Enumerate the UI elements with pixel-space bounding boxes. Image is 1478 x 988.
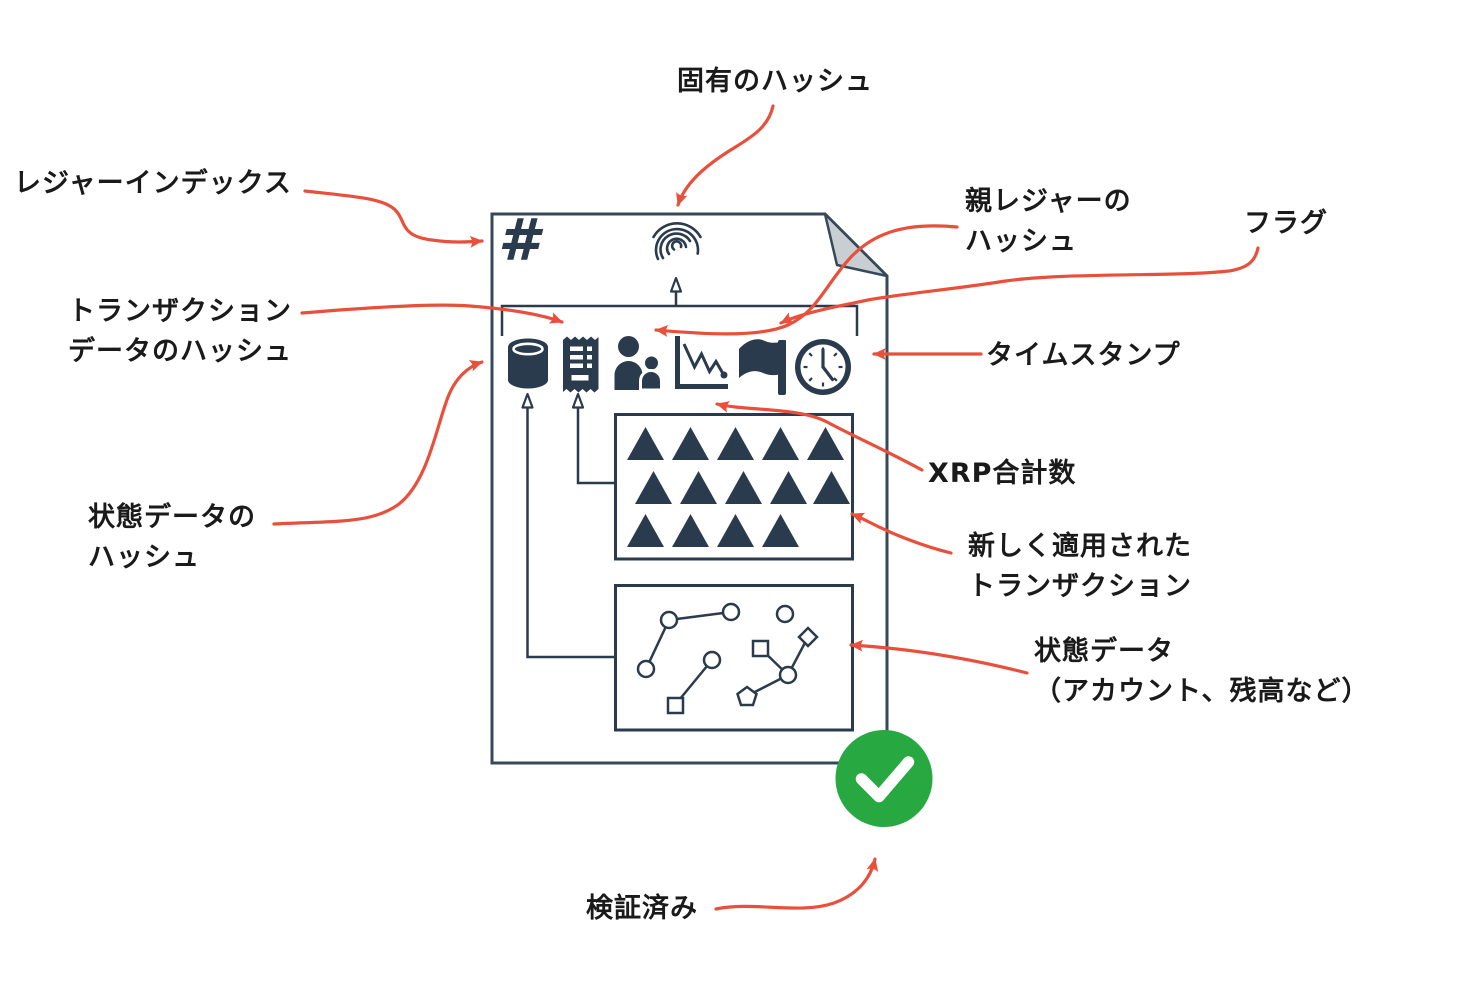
label-unique-hash: 固有のハッシュ: [677, 66, 873, 97]
validated-badge: [835, 730, 933, 827]
label-transaction-data-hash: トランザクション データのハッシュ: [68, 296, 292, 367]
annotation-arrows: [272, 104, 1260, 911]
check-icon: [855, 756, 915, 803]
receipt-icon: [563, 336, 599, 393]
arrow-parent-ledger-hash: [654, 224, 959, 337]
chart-icon: [675, 336, 728, 389]
arrow-unique-hash: [676, 104, 775, 207]
label-state-data-hash: 状態データの ハッシュ: [88, 502, 256, 573]
label-timestamp: タイムスタンプ: [986, 340, 1181, 371]
clock-icon: [795, 339, 851, 395]
label-state-data: 状態データ （アカウント、残高など）: [1034, 636, 1370, 707]
arrow-validated: [714, 857, 879, 911]
arrow-flags: [779, 246, 1260, 325]
label-xrp-total: XRP合計数: [928, 458, 1077, 489]
label-ledger-index: レジャーインデックス: [14, 168, 292, 199]
label-validated: 検証済み: [586, 893, 698, 924]
fingerprint-icon: [652, 221, 702, 261]
label-new-transactions: 新しく適用された トランザクション: [968, 531, 1192, 602]
page-fold-corner: [823, 212, 889, 278]
arrow-new-transactions: [850, 512, 953, 555]
hash-derivation-arrow: [669, 276, 683, 306]
state-graph-nodes: [636, 602, 819, 715]
arrow-xrp-total: [715, 401, 924, 472]
tx-hash-arrow: [571, 392, 615, 485]
arrow-state-data-hash: [272, 360, 484, 526]
transaction-triangles: [627, 427, 850, 547]
arrow-transaction-data-hash: [300, 303, 564, 324]
transactions-box: [614, 413, 854, 561]
hash-symbol: #: [498, 206, 539, 274]
label-parent-ledger-hash: 親レジャーの ハッシュ: [965, 186, 1132, 257]
people-icon: [614, 336, 663, 392]
arrow-ledger-index: [303, 189, 484, 248]
arrow-state-data: [849, 639, 1029, 675]
label-flags: フラグ: [1244, 208, 1328, 239]
flag-icon: [739, 339, 786, 395]
state-hash-arrow: [521, 392, 615, 659]
state-data-box: [614, 584, 854, 732]
fields-bracket: [500, 304, 859, 336]
database-icon: [508, 338, 548, 389]
